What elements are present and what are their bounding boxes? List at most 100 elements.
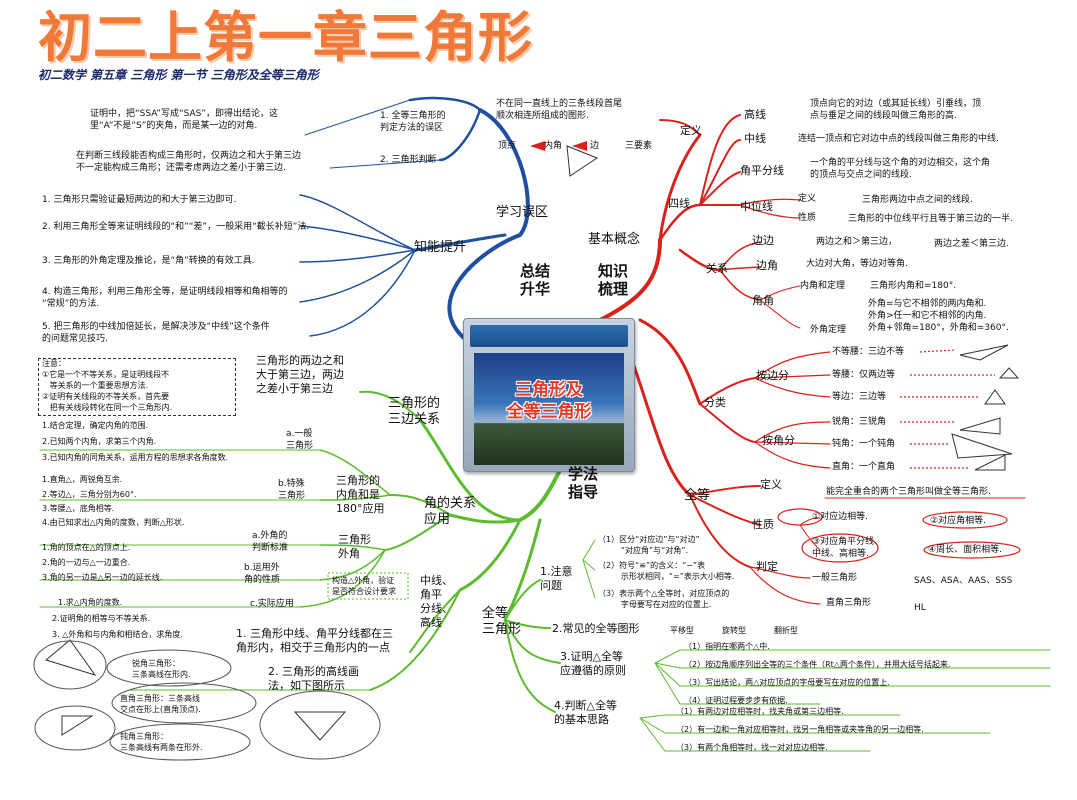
wa-item-2: 2.角的一边与△一边重合. — [42, 558, 131, 567]
tisheng-item-3: 3. 三角形的外角定理及推论，是“角”转换的有效工具. — [42, 256, 255, 266]
q1-label: 1.注意 问题 — [540, 565, 573, 592]
node-neijiaohe-m: 三角形的 内角和是 180°应用 — [336, 474, 385, 515]
node-quandeng-m: 全等 三角形 — [482, 606, 522, 637]
wuqu1-label: 1. 全等三角形的 判定方法的误区 — [380, 111, 446, 133]
a-item-1: 1.结合定理，确定内角的范围. — [42, 421, 149, 430]
bianjiao-text: 大边对大角，等边对等角. — [806, 259, 908, 269]
node-fenlei: 分类 — [704, 396, 726, 409]
sanxian-1: 1. 三角形中线、角平分线都在三 角形内，相交于三角形内的一点 — [236, 627, 393, 654]
dunjiao: 钝角：一个钝角 — [832, 439, 896, 449]
neijiaohe-text: 三角形内角和=180°. — [870, 281, 957, 291]
q4-label: 4.判断△全等 的基本思路 — [554, 699, 617, 726]
q2-item-3: 翻折型 — [774, 626, 798, 635]
qd-xingzhi: 性质 — [752, 518, 774, 531]
zhijiao-sjx: 直角三角形 — [826, 598, 872, 608]
bianbian-text-2: 两边之差＜第三边. — [934, 239, 1009, 249]
waijiao-text: 外角=与它不相邻的两内角和. 外角>任一和它不相邻的内角. 外角+邻角=180°… — [868, 299, 1009, 333]
hub-method: 学法 指导 — [568, 465, 599, 501]
node-anbian: 按边分 — [756, 369, 789, 382]
bianbian-text-1: 两边之和＞第三边， — [816, 237, 898, 247]
qd-dingyi: 定义 — [760, 478, 782, 491]
node-guanxi: 关系 — [706, 262, 728, 275]
q2-item-1: 平移型 — [670, 626, 694, 635]
node-sanbian-guanxi: 三角形的 三边关系 — [388, 396, 441, 427]
q3-item-1: （1）指明在哪两个△中. — [684, 642, 770, 651]
zwx-xingzhi: 性质 — [798, 213, 817, 223]
dengbian: 等边：三边等 — [832, 392, 887, 402]
node-gaoxian: 高线 — [744, 108, 766, 121]
jiaopingfen-text: 一个角的平分线与这个角的对边相交，这个角 的顶点与交点之间的线段. — [810, 158, 991, 180]
q3-item-2: （2）按边角顺序列出全等的三个条件（Rt△两个条件），并用大括号括起来. — [684, 660, 951, 669]
angle-label: 内角 — [544, 141, 563, 151]
wb-item-1: 1.求△内角的度数. — [58, 598, 123, 607]
q1-item-1: （1）区分“对应边”与“对边” “对应角”与“对角”. — [598, 535, 700, 555]
node-zhineng-tisheng: 知能提升 — [414, 240, 467, 255]
qd-x1: ①对应边相等. — [812, 512, 868, 522]
q3-label: 3.证明△全等 应遵循的原则 — [560, 650, 626, 677]
node-jiao-guanxi: 角的关系 应用 — [424, 496, 477, 527]
node-xuexi-wuqu: 学习误区 — [496, 205, 549, 220]
ruijiao: 锐角：三锐角 — [832, 417, 887, 427]
center-card-header — [470, 325, 628, 347]
node-anjiao: 按角分 — [762, 434, 795, 447]
b-item-2: 2.等边△，三角分别为60°. — [42, 490, 137, 499]
tisheng-item-4: 4. 构造三角形，利用三角形全等，是证明线段相等和角相等的 “常规”的方法. — [42, 287, 288, 309]
zwx-dingyi: 定义 — [798, 194, 817, 204]
sanbian-text: 三角形的两边之和 大于第三边，两边 之差小于第三边 — [256, 354, 344, 395]
node-bianjiao: 边角 — [756, 259, 778, 272]
q4-item-1: （1）有两边对应相等时，找夹角或第三边相等. — [676, 707, 844, 716]
a-yiban: a.一般 三角形 — [286, 429, 314, 451]
waijiao-label: 外角定理 — [810, 325, 847, 335]
qd-x3: ③对应角平分线、 中线、高相等. — [812, 537, 884, 559]
yiban-sjx: 一般三角形 — [812, 573, 858, 583]
zhuyi-text: 注意： ①它是一个不等关系，是证明线段不 等关系的一个重要思想方法. ②证明有关… — [42, 359, 173, 412]
side-label: 边 — [590, 141, 600, 151]
sanxian-2: 2. 三角形的高线画 法，如下图所示 — [268, 665, 359, 692]
wa-item-1: 1.角的顶点在△的顶点上. — [42, 543, 131, 552]
node-jiben-gainian: 基本概念 — [588, 232, 641, 247]
tisheng-item-2: 2. 利用三角形全等来证明线段的“和”“差”，一般采用“截长补短”法. — [42, 222, 310, 232]
dunjiao-gaoxian: 钝角三角形： 三条高线有两条在形外. — [120, 732, 203, 752]
page-subtitle: 初二数学 第五章 三角形 第一节 三角形及全等三角形 — [38, 68, 319, 82]
q2-label: 2.常见的全等图形 — [552, 622, 640, 635]
node-sixian: 四线 — [668, 197, 690, 210]
q4-item-3: （3）有两个角相等时，找一对对应边相等. — [676, 743, 828, 752]
zhuyi-box — [38, 358, 236, 416]
b-item-3: 3.等腰△，底角相等. — [42, 504, 115, 513]
wb-item-2: 2.证明角的相等与不等关系. — [52, 614, 151, 623]
qd-x4: ④周长、面积相等. — [928, 545, 1002, 555]
a-item-2: 2.已知两个内角，求第三个内角. — [42, 437, 157, 446]
zhijiao: 直角：一个直角 — [832, 462, 896, 472]
zhongxian-text: 连结一顶点和它对边中点的线段叫做三角形的中线. — [798, 134, 999, 144]
yanzheng-note: 构造△外角，验证 是否符合设计要求 — [332, 576, 396, 596]
sanyaosu-label: 三要素 — [625, 141, 653, 151]
tisheng-item-1: 1. 三角形只需验证最短两边的和大于第三边即可. — [42, 195, 237, 205]
q4-item-2: （2）有一边和一角对应相等时，找另一角相等或夹等角的另一边相等. — [676, 725, 924, 734]
node-zhongweixian: 中位线 — [740, 200, 773, 213]
qd-x2: ②对应角相等. — [930, 516, 986, 526]
wuqu1-text: 证明中，把“SSA”写成“SAS”，即得出结论，这 里“A”不是“S”的夹角，而… — [90, 109, 279, 131]
qd-panding: 判定 — [756, 560, 778, 573]
tisheng-item-5: 5. 把三角形的中线加倍延长，是解决涉及“中线”这个条件 的问题常见技巧. — [42, 322, 270, 344]
vertex-label: 顶点 — [498, 141, 517, 151]
node-dingyi: 定义 — [680, 124, 702, 137]
yiban-text: SAS、ASA、AAS、SSS — [914, 576, 1013, 586]
gaoxian-text: 顶点向它的对边（或其延长线）引垂线，顶 点与垂足之间的线段叫做三角形的高. — [810, 99, 982, 121]
q2-item-2: 旋转型 — [722, 626, 746, 635]
q1-item-3: （3）表示两个△全等时，对应顶点的 字母要写在对应的位置上. — [598, 589, 730, 609]
center-card: 三角形及 全等三角形 — [463, 318, 635, 472]
wuqu2-label: 2. 三角形判断 — [380, 155, 437, 165]
dingyi-text: 不在同一直线上的三条线段首尾 顺次相连所组成的图形. — [496, 99, 623, 121]
node-quandeng-k: 全等 — [684, 488, 711, 503]
b-item-4: 4.由已知求出△内角的度数，判断△形状. — [42, 518, 185, 527]
node-bianbian: 边边 — [752, 234, 774, 247]
zhijiao-gaoxian: 直角三角形：三条高线 交点在形上(直角顶点). — [120, 694, 201, 714]
q3-item-4: （4）证明过程要步步有依据. — [684, 696, 788, 705]
node-jiaojiao: 角角 — [752, 294, 774, 307]
budengyao: 不等腰：三边不等 — [832, 347, 905, 357]
zwx-dingyi-text: 三角形两边中点之间的线段. — [862, 195, 973, 205]
wb-item-3: 3. △外角和与内角和相结合，求角度. — [52, 630, 183, 639]
q3-item-3: （3）写出结论，两△对应顶点的字母要写在对应的位置上. — [684, 678, 890, 687]
